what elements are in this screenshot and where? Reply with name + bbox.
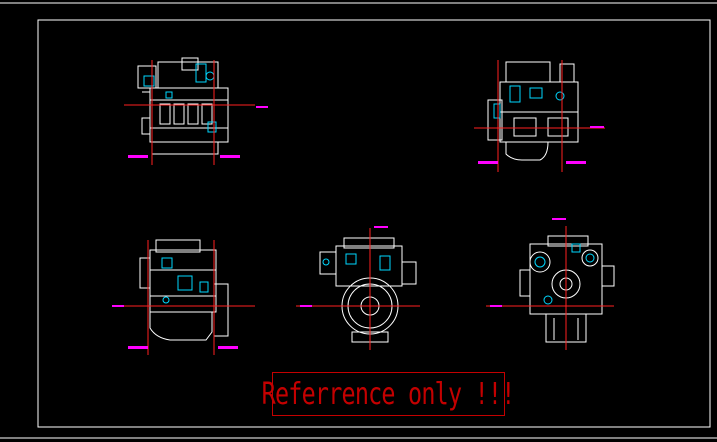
reference-stamp: Referrence only !!! xyxy=(262,372,516,416)
bottom-center-rear-view[interactable] xyxy=(296,226,420,350)
inner-frame xyxy=(37,19,711,428)
top-right-side-view[interactable] xyxy=(474,60,605,172)
bottom-left-side-view[interactable] xyxy=(112,239,255,355)
top-left-side-view[interactable] xyxy=(124,57,268,165)
reference-stamp-text: Referrence only !!! xyxy=(262,376,516,412)
bottom-right-front-view[interactable] xyxy=(486,218,615,350)
